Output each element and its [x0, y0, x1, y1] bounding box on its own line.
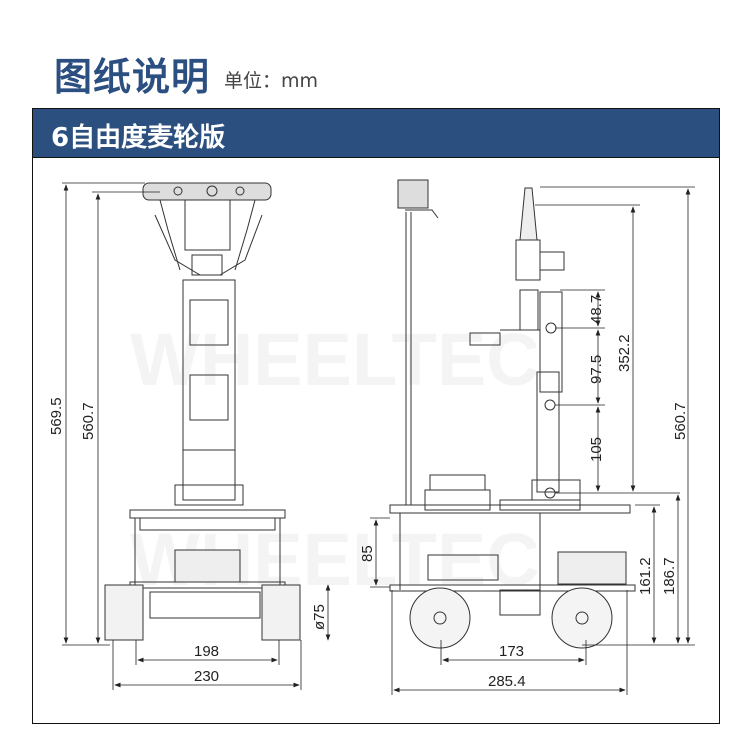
dim-161-2: 161.2 [637, 557, 654, 595]
front-view-dimensions [62, 182, 331, 690]
dim-352-2: 352.2 [616, 334, 633, 372]
dim-198: 198 [194, 643, 219, 660]
side-view-dimensions [370, 186, 695, 695]
unit-label: 单位：mm [224, 70, 319, 92]
section-header: 6自由度麦轮版 [33, 109, 719, 158]
side-view-robot [389, 179, 636, 616]
dim-173: 173 [499, 643, 524, 660]
dim-285-4: 285.4 [488, 673, 526, 690]
dim-230: 230 [194, 668, 219, 685]
drawing-frame: 6自由度麦轮版 [32, 108, 720, 724]
dim-48-7: 48.7 [588, 295, 605, 324]
dim-85: 85 [359, 545, 376, 562]
dim-105: 105 [588, 437, 605, 462]
watermark: WHEELTEC [130, 318, 540, 401]
section-title: 6自由度麦轮版 [51, 123, 226, 153]
wheel-front [409, 587, 471, 649]
dim-186-7: 186.7 [661, 557, 678, 595]
dim-560-7-side: 560.7 [672, 402, 689, 440]
page-title: 图纸说明 [54, 55, 211, 99]
dim-569-5: 569.5 [48, 397, 65, 435]
wheel-rear [551, 587, 613, 649]
front-view-robot [104, 182, 301, 641]
dim-wheel-diameter: ø75 [311, 604, 328, 630]
dim-560-7-front: 560.7 [80, 402, 97, 440]
dim-97-5: 97.5 [588, 355, 605, 384]
